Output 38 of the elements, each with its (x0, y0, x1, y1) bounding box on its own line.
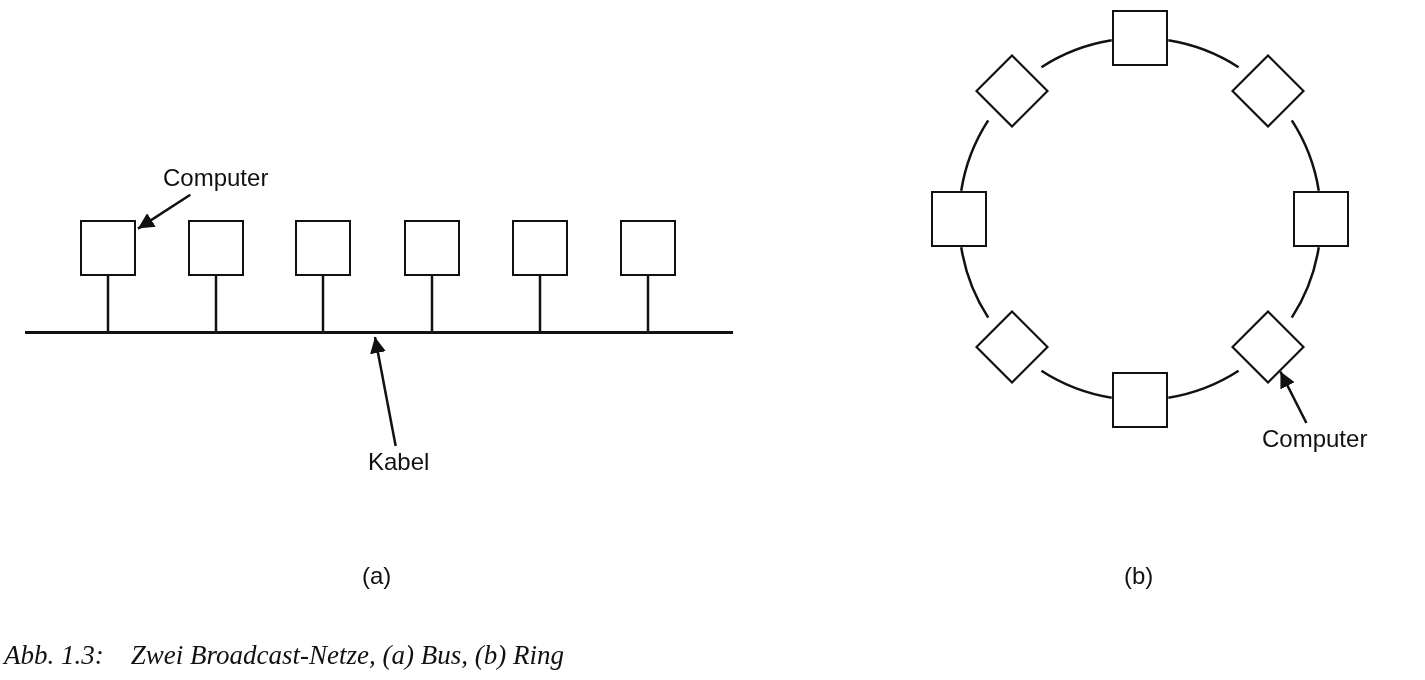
ring-cable-segment (1040, 369, 1112, 399)
computer-box (512, 220, 568, 276)
panel-label: (b) (1124, 562, 1154, 590)
computer-diamond (1231, 54, 1305, 128)
computer-box (1112, 372, 1168, 428)
computer-box (404, 220, 460, 276)
computer-diamond (975, 310, 1049, 384)
callout-label: Kabel (368, 448, 430, 477)
bus-cable (25, 331, 733, 334)
ring-cable-segment (960, 247, 990, 319)
computer-diamond (1231, 310, 1305, 384)
drop-line (321, 276, 325, 331)
computer-box (931, 191, 987, 247)
panel-label: (a) (362, 562, 392, 590)
leader-arrow (1279, 371, 1308, 424)
callout-label: Computer (163, 164, 269, 193)
drop-line (106, 276, 110, 331)
computer-box (295, 220, 351, 276)
drop-line (646, 276, 650, 331)
figure-caption: Abb. 1.3: Zwei Broadcast-Netze, (a) Bus, (b) Ring (4, 640, 564, 671)
computer-box (188, 220, 244, 276)
ring-cable-segment (1290, 247, 1320, 319)
ring-cable-segment (1168, 39, 1240, 69)
callout-label: Computer (1262, 425, 1368, 454)
computer-box (1293, 191, 1349, 247)
computer-diamond (975, 54, 1049, 128)
ring-cable-segment (1040, 39, 1112, 69)
computer-box (80, 220, 136, 276)
ring-cable-segment (1168, 369, 1240, 399)
drop-line (430, 276, 434, 331)
leader-arrow (137, 193, 191, 230)
drop-line (214, 276, 218, 331)
ring-cable-segment (1290, 119, 1320, 191)
drop-line (538, 276, 542, 331)
computer-box (1112, 10, 1168, 66)
computer-box (620, 220, 676, 276)
ring-cable-segment (960, 119, 990, 191)
leader-arrow (370, 336, 397, 447)
